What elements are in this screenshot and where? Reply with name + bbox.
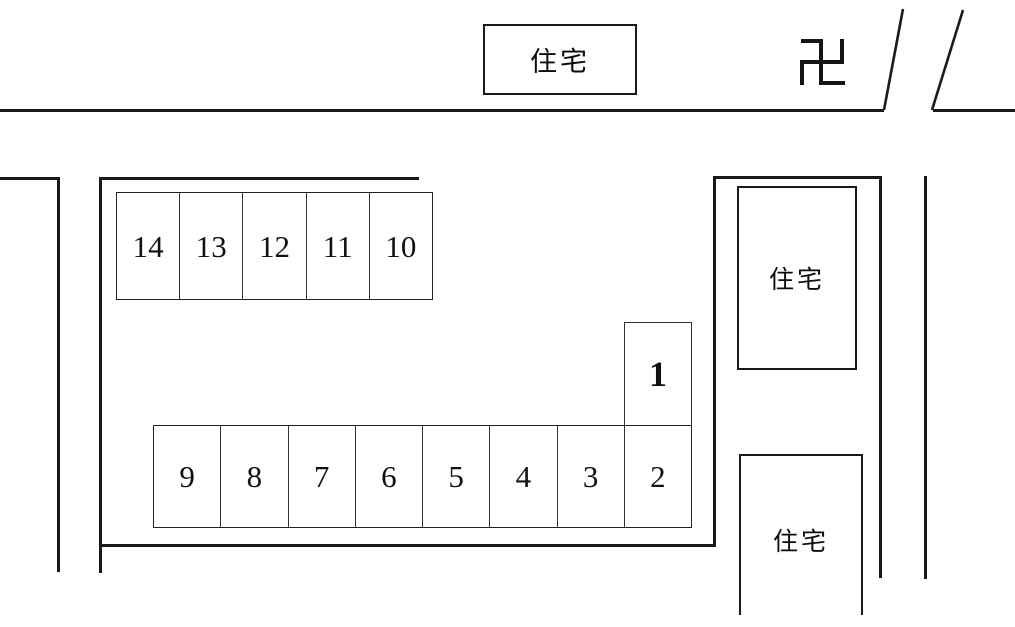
building-right-top-house: 住宅 <box>737 186 857 370</box>
far-right-road-edge <box>924 176 927 579</box>
temple-manji-icon <box>800 39 845 85</box>
parking-space-11: 11 <box>307 193 370 299</box>
road-edge-top <box>0 109 884 112</box>
space-number: 10 <box>385 228 417 264</box>
lot-boundary-right <box>713 176 716 547</box>
side-street-diagonal-lines <box>882 8 965 111</box>
space-number: 7 <box>313 459 330 494</box>
diagonal-line-right <box>930 9 965 111</box>
building-label: 住宅 <box>530 47 590 78</box>
space-number: 5 <box>448 459 464 494</box>
parking-space-14: 14 <box>117 193 181 299</box>
parking-space-5: 5 <box>423 426 491 527</box>
parking-space-9: 9 <box>154 426 222 527</box>
space-number: 1 <box>649 354 667 394</box>
space-number: 4 <box>515 459 532 494</box>
space-number: 2 <box>650 459 666 494</box>
building-top-house: 住宅 <box>483 24 637 95</box>
lot-boundary-bottom <box>99 544 716 547</box>
parking-space-4: 4 <box>490 426 558 527</box>
lot-boundary-left <box>99 177 102 573</box>
right-enclosure-right-edge <box>879 176 882 578</box>
left-structure-side-edge <box>57 177 60 572</box>
parking-space-13: 13 <box>180 193 244 299</box>
parking-space-3: 3 <box>558 426 625 527</box>
parking-row-bottom: 9 8 7 6 5 4 3 2 <box>153 425 692 528</box>
space-number: 9 <box>179 459 195 494</box>
space-number: 8 <box>246 459 263 494</box>
parking-space-1: 1 <box>624 322 692 426</box>
parking-space-10: 10 <box>370 193 432 299</box>
diagonal-line-left <box>882 8 905 111</box>
right-enclosure-top-edge <box>713 176 882 179</box>
building-label: 住宅 <box>768 265 825 294</box>
building-right-bottom-house: 住宅 <box>739 454 863 615</box>
space-number: 6 <box>381 459 397 494</box>
space-number: 13 <box>195 228 227 264</box>
parking-space-7: 7 <box>289 426 356 527</box>
parking-space-12: 12 <box>243 193 307 299</box>
left-structure-top-edge <box>0 177 60 180</box>
building-label: 住宅 <box>772 527 829 556</box>
parking-space-8: 8 <box>221 426 289 527</box>
space-number: 14 <box>132 228 164 264</box>
lot-boundary-top <box>99 177 419 180</box>
space-number: 11 <box>322 228 353 264</box>
space-number: 3 <box>582 459 599 494</box>
space-number: 12 <box>259 228 290 264</box>
road-edge-top-right <box>933 109 1015 112</box>
parking-row-top: 14 13 12 11 10 <box>116 192 433 300</box>
parking-space-6: 6 <box>356 426 423 527</box>
parking-space-2: 2 <box>625 426 691 527</box>
